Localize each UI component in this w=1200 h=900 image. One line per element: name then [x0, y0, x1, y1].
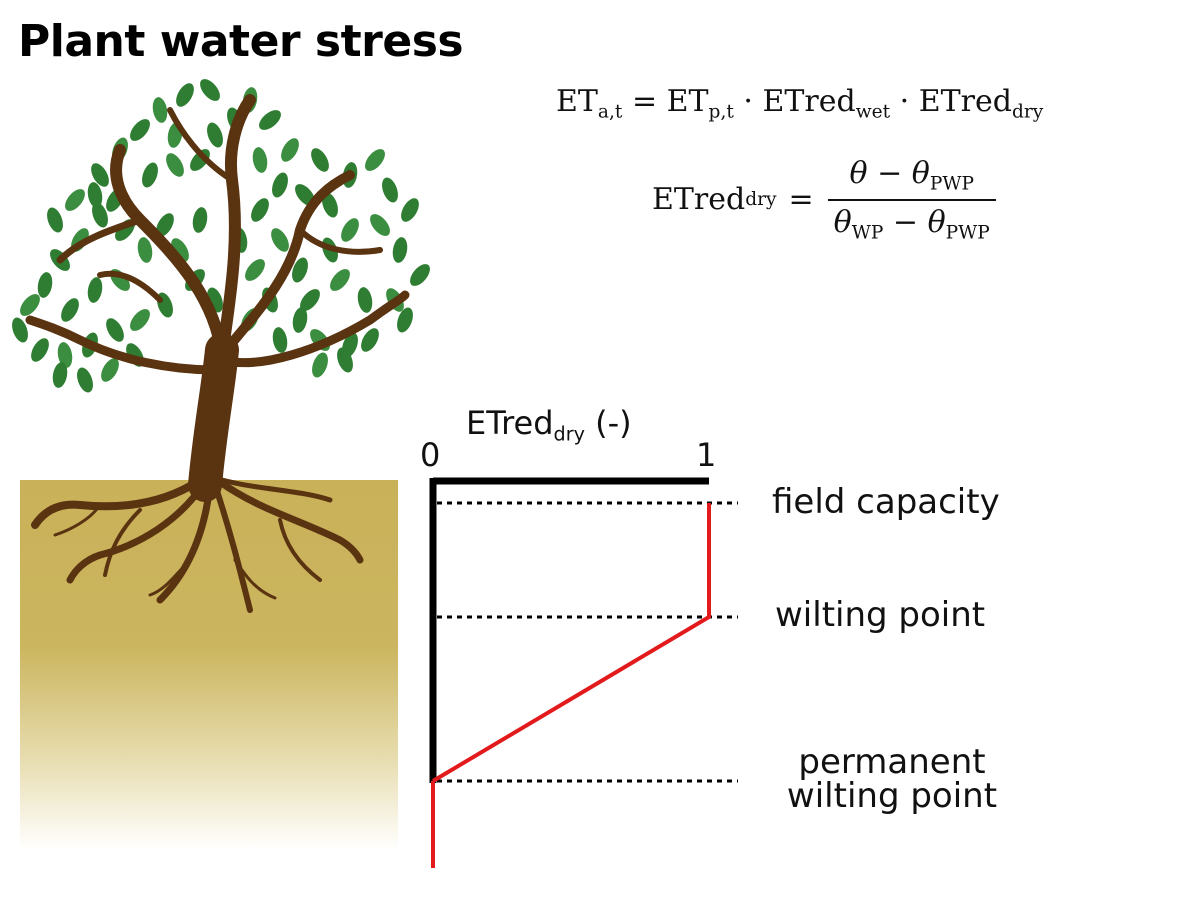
- label-pwp: permanent wilting point: [775, 742, 1009, 816]
- leaf: [92, 202, 108, 228]
- leaf: [330, 269, 350, 291]
- leaf: [245, 259, 265, 281]
- etred-dry-curve: [431, 503, 711, 783]
- leaf: [176, 83, 194, 107]
- fraction-denominator: θWP − θPWP: [827, 198, 996, 243]
- leaf: [365, 149, 385, 171]
- leaf: [271, 228, 289, 252]
- stress-chart: [429, 477, 738, 868]
- leaf: [130, 119, 150, 141]
- label-field-capacity: field capacity: [772, 482, 1000, 522]
- leaf: [397, 307, 413, 333]
- leaf: [392, 237, 408, 263]
- leaf: [251, 198, 269, 222]
- leaf: [401, 198, 419, 222]
- fraction: θ − θPWP θWP − θPWP: [827, 156, 996, 243]
- leaf: [207, 122, 223, 148]
- leaf: [137, 237, 153, 263]
- leaf: [272, 172, 288, 198]
- leaf: [281, 138, 299, 162]
- leaf: [370, 214, 390, 236]
- leaf: [87, 277, 103, 303]
- leaf: [57, 342, 73, 368]
- leaf: [311, 148, 329, 172]
- leaf: [31, 338, 49, 362]
- x-axis-title: ETreddry (-): [466, 404, 632, 446]
- leaf: [47, 207, 63, 233]
- leaf: [65, 189, 85, 211]
- label-wilting-point: wilting point: [775, 595, 986, 635]
- leaf: [357, 287, 373, 313]
- leaf: [142, 162, 158, 188]
- leaf: [337, 347, 353, 373]
- leaf: [152, 97, 168, 123]
- leaf: [259, 110, 281, 130]
- leaf: [87, 182, 103, 208]
- tree-roots: [31, 476, 364, 613]
- leaf: [300, 289, 320, 311]
- leaf: [37, 272, 53, 298]
- equation-actual-et: ETa,t = ETp,t · ETredwet · ETreddry: [556, 84, 1044, 123]
- leaf: [410, 264, 430, 286]
- leaf: [292, 257, 308, 283]
- leaf: [91, 163, 109, 187]
- label-pwp-line2: wilting point: [786, 776, 998, 816]
- leaf: [166, 153, 184, 177]
- leaf: [156, 213, 174, 237]
- tree-illustration: [12, 79, 430, 613]
- leaf: [52, 362, 68, 388]
- leaf: [130, 309, 150, 331]
- fraction-numerator: θ − θPWP: [849, 156, 974, 195]
- leaf: [192, 207, 208, 233]
- label-pwp-line1: permanent: [798, 742, 986, 782]
- leaf: [361, 328, 379, 352]
- leaf: [20, 294, 40, 316]
- leaf: [382, 177, 398, 203]
- tick-label-max: 1: [696, 436, 717, 474]
- leaf: [12, 317, 28, 343]
- leaf: [252, 147, 268, 173]
- tick-label-min: 0: [420, 436, 441, 474]
- leaf: [322, 192, 338, 218]
- soil-layer: [20, 480, 398, 850]
- leaf: [106, 318, 124, 342]
- page-title: Plant water stress: [18, 16, 464, 67]
- leaf: [77, 367, 93, 393]
- leaf: [312, 352, 328, 378]
- leaf: [61, 298, 79, 322]
- leaf: [272, 327, 288, 353]
- leaf: [292, 307, 308, 333]
- leaf: [341, 218, 359, 242]
- leaf: [200, 79, 220, 101]
- leaf: [101, 358, 119, 382]
- tree-trunk: [25, 94, 410, 502]
